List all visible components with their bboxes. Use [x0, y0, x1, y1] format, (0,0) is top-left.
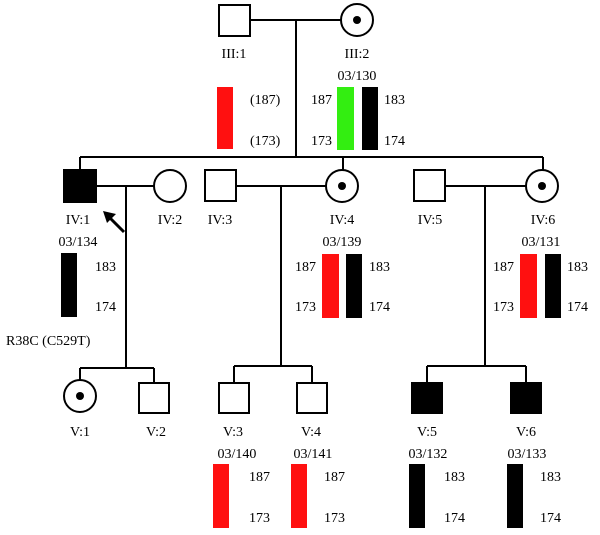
- label-iv5: IV:5: [418, 213, 443, 228]
- allele-iv4-right-top: 183: [369, 260, 390, 275]
- allele-iii2-right-bottom: 174: [384, 134, 405, 149]
- allele-iv1-bottom: 174: [95, 300, 116, 315]
- haplotype-bar-iii2-black: [362, 87, 378, 150]
- allele-iii2-right-top: 183: [384, 93, 405, 108]
- haplotype-bar-iv4-black: [346, 254, 362, 318]
- allele-v6-bottom: 174: [540, 511, 561, 526]
- label-iv4: IV:4: [330, 213, 355, 228]
- allele-iv6-right-bottom: 174: [567, 300, 588, 315]
- sample-id-iii2: 03/130: [338, 69, 377, 84]
- haplotype-bar-v3-red: [213, 464, 229, 528]
- allele-iii1-top: (187): [250, 93, 281, 108]
- person-iv1-male-affected: [63, 169, 97, 203]
- sample-id-iv6: 03/131: [522, 235, 561, 250]
- label-iv1: IV:1: [66, 213, 91, 228]
- person-v4-male: [296, 382, 328, 414]
- sample-id-v5: 03/132: [409, 447, 448, 462]
- haplotype-bar-iii2-green: [337, 87, 354, 150]
- allele-v3-top: 187: [249, 470, 270, 485]
- label-v1: V:1: [70, 425, 90, 440]
- allele-v4-top: 187: [324, 470, 345, 485]
- person-iii1-male: [218, 4, 251, 37]
- pedigree-lines: [79, 19, 544, 383]
- carrier-dot-iv4: [338, 182, 346, 190]
- sample-id-v6: 03/133: [508, 447, 547, 462]
- allele-v4-bottom: 173: [324, 511, 345, 526]
- proband-arrow-icon: [103, 211, 126, 234]
- allele-iv6-right-top: 183: [567, 260, 588, 275]
- allele-labels: (187) (173) 187 173 183 174 183 174 187 …: [95, 93, 588, 526]
- mutation-label: R38C (C529T): [6, 334, 91, 349]
- person-labels: III:1 III:2 IV:1 IV:2 IV:3 IV:4 IV:5 IV:…: [66, 47, 556, 440]
- label-iv6: IV:6: [531, 213, 556, 228]
- person-v2-male: [138, 382, 170, 414]
- allele-iii2-left-top: 187: [311, 93, 332, 108]
- allele-v5-bottom: 174: [444, 511, 465, 526]
- allele-iv1-top: 183: [95, 260, 116, 275]
- carrier-dot-v1: [76, 392, 84, 400]
- label-v3: V:3: [223, 425, 243, 440]
- label-iv3: IV:3: [208, 213, 233, 228]
- haplotype-bar-v4-red: [291, 464, 307, 528]
- person-v5-male-affected: [411, 382, 443, 414]
- allele-iv6-left-top: 187: [493, 260, 514, 275]
- person-v6-male-affected: [510, 382, 542, 414]
- sample-id-v4: 03/141: [294, 447, 333, 462]
- allele-iii1-bottom: (173): [250, 134, 281, 149]
- person-iv2-female: [153, 169, 187, 203]
- haplotype-bar-iv6-black: [545, 254, 561, 318]
- allele-iv4-left-bottom: 173: [295, 300, 316, 315]
- sample-ids: 03/130 03/134 03/139 03/131 03/140 03/14…: [59, 69, 561, 462]
- allele-v5-top: 183: [444, 470, 465, 485]
- label-v5: V:5: [417, 425, 437, 440]
- haplotype-bar-iv1-black: [61, 253, 77, 317]
- sample-id-v3: 03/140: [218, 447, 257, 462]
- haplotype-bar-v5-black: [409, 464, 425, 528]
- allele-iv4-left-top: 187: [295, 260, 316, 275]
- allele-iii2-left-bottom: 173: [311, 134, 332, 149]
- allele-iv4-right-bottom: 174: [369, 300, 390, 315]
- person-iv5-male: [413, 169, 446, 202]
- allele-v3-bottom: 173: [249, 511, 270, 526]
- sample-id-iv4: 03/139: [323, 235, 362, 250]
- label-iii2: III:2: [345, 47, 370, 62]
- haplotype-bar-iv6-red: [520, 254, 537, 318]
- haplotype-bar-v6-black: [507, 464, 523, 528]
- carrier-dot-iv6: [538, 182, 546, 190]
- label-iii1: III:1: [222, 47, 247, 62]
- label-v6: V:6: [516, 425, 536, 440]
- label-v4: V:4: [301, 425, 321, 440]
- pedigree-symbols: [63, 3, 559, 414]
- person-v3-male: [218, 382, 250, 414]
- allele-iv6-left-bottom: 173: [493, 300, 514, 315]
- allele-v6-top: 183: [540, 470, 561, 485]
- haplotype-bars: [61, 87, 561, 528]
- person-iv3-male: [204, 169, 237, 202]
- label-iv2: IV:2: [158, 213, 183, 228]
- sample-id-iv1: 03/134: [59, 235, 98, 250]
- haplotype-bar-iv4-red: [322, 254, 339, 318]
- label-v2: V:2: [146, 425, 166, 440]
- carrier-dot-iii2: [353, 16, 361, 24]
- haplotype-bar-iii1-red: [217, 87, 233, 149]
